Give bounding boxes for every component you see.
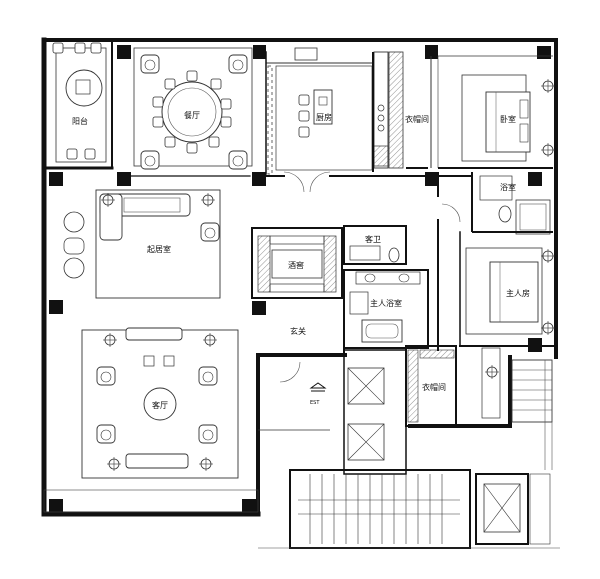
room-label-closet-north: 衣帽间 bbox=[405, 114, 429, 124]
bedroom-area: 卧室 bbox=[438, 55, 556, 169]
room-label-lounge: 起居室 bbox=[147, 244, 171, 254]
lounge-area: 起居室 bbox=[63, 189, 221, 299]
foyer-area: 玄关 bbox=[290, 306, 345, 355]
room-label-balcony: 阳台 bbox=[72, 116, 88, 126]
living-area: 客厅 bbox=[43, 327, 259, 513]
master-bedroom: 主人房 bbox=[441, 203, 556, 336]
room-label-dining: 餐厅 bbox=[184, 111, 200, 120]
master-bath: 主人浴室 bbox=[343, 269, 429, 349]
exit-sign-label: EST bbox=[310, 400, 320, 406]
room-label-master-bath: 主人浴室 bbox=[370, 298, 402, 308]
room-label-guest-wc: 客卫 bbox=[365, 234, 381, 244]
interior-partitions bbox=[130, 51, 557, 351]
exterior-walls bbox=[41, 37, 558, 517]
room-label-wine-cellar: 酒窖 bbox=[288, 260, 304, 270]
balcony-area: 阳台 bbox=[52, 42, 107, 163]
kitchen-area: 厨房 bbox=[266, 47, 389, 193]
dining-area: 餐厅 bbox=[133, 47, 253, 170]
room-label-foyer: 玄关 bbox=[290, 326, 306, 336]
room-label-living: 客厅 bbox=[152, 400, 168, 410]
east-stair bbox=[511, 359, 553, 470]
guest-wc: 客卫 bbox=[343, 225, 407, 265]
wine-cellar: 酒窖 bbox=[251, 227, 343, 299]
bathroom-area: 浴室 bbox=[471, 172, 553, 235]
room-label-kitchen: 厨房 bbox=[316, 112, 332, 122]
room-label-closet-south: 衣帽间 bbox=[422, 382, 446, 392]
core-stair-elevators: EST bbox=[258, 349, 560, 549]
closet-south: 衣帽间 bbox=[405, 345, 501, 427]
room-label-bedroom: 卧室 bbox=[500, 114, 516, 124]
room-label-master-bedroom: 主人房 bbox=[506, 288, 530, 298]
closet-north: 衣帽间 bbox=[388, 51, 439, 169]
room-label-bathroom: 浴室 bbox=[500, 182, 516, 192]
